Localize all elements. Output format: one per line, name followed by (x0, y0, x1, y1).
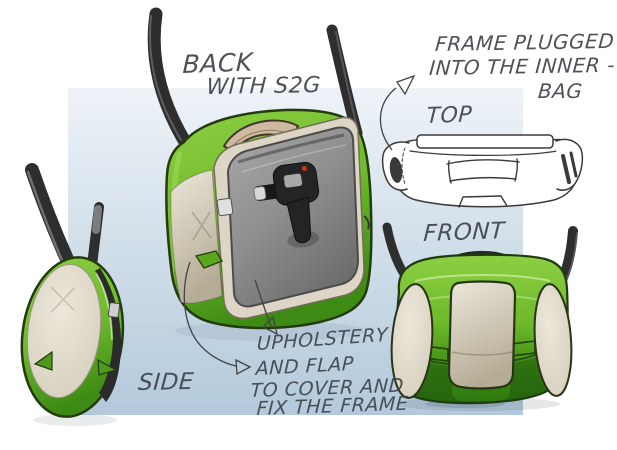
top-view-frame-rail (416, 134, 554, 149)
back-view-buckle (253, 161, 320, 248)
front-view-center-panel (447, 280, 517, 390)
side-view-flap-edge (95, 268, 122, 402)
back-view-zipper-pull (363, 215, 370, 230)
frame-note-line3: BAG (537, 79, 584, 103)
back-label-line2: WITH S2G (205, 73, 322, 100)
back-view-clip (216, 197, 234, 217)
top-view-sketch (381, 134, 584, 208)
buckle-red-dot (301, 165, 307, 172)
side-view-label: SIDE (137, 369, 195, 396)
arrow-body-to-note (183, 261, 252, 376)
top-view-label: TOP (425, 102, 473, 129)
top-view-handle-opening (446, 158, 520, 184)
arrow-flap-to-note (254, 279, 278, 336)
frame-note-line2: INTO THE INNER - (428, 52, 616, 80)
side-view-clip (107, 302, 121, 318)
frame-note-line1: FRAME PLUGGED (434, 28, 616, 56)
top-view-bottom-tab (458, 195, 508, 208)
side-view-tab-right (97, 358, 118, 376)
arrowhead (235, 358, 252, 376)
front-view-right-pod (533, 283, 573, 397)
front-view-bottom-band (397, 341, 566, 404)
side-view-shadow (33, 414, 117, 426)
upholstery-note-line4: FIX THE FRAME (255, 392, 410, 420)
back-view-side-gusset (170, 169, 223, 304)
upholstery-note-line2: AND FLAP (255, 352, 355, 380)
back-view-tab (194, 250, 224, 269)
arrowhead (395, 74, 416, 96)
back-view-sketch (147, 7, 373, 341)
side-view-sketch (20, 163, 125, 426)
side-view-tab-left (33, 350, 53, 371)
front-view-left-pod (390, 283, 434, 399)
arrow-to-frame-note (379, 74, 416, 151)
back-label-line1: BACK (182, 47, 254, 79)
arrowhead (261, 315, 278, 336)
front-view-label: FRONT (422, 218, 506, 247)
front-view-sketch (382, 222, 578, 411)
